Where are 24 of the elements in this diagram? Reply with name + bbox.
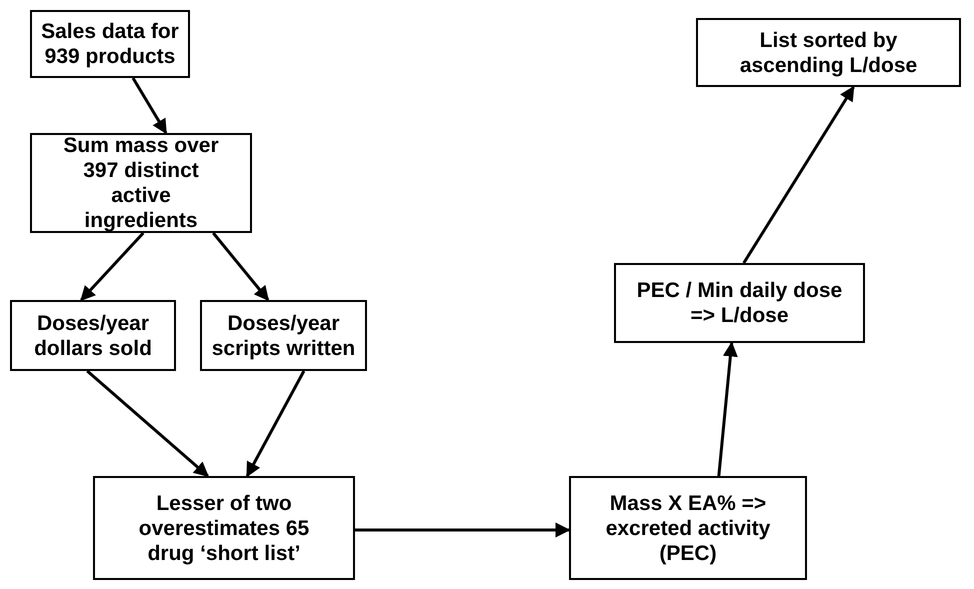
process-box [614, 263, 865, 343]
process-box [30, 10, 190, 78]
process-box [696, 18, 961, 87]
arrow [355, 522, 570, 538]
arrow [246, 370, 306, 478]
arrow [212, 232, 270, 302]
box-label: Mass X EA% => excreted activity (PEC) [604, 490, 772, 566]
arrow [717, 342, 738, 476]
process-box [93, 476, 355, 580]
box-label: List sorted by ascending L/dose [738, 28, 918, 78]
process-box [10, 300, 176, 371]
box-label: Sales data for 939 products [40, 19, 180, 69]
process-box [30, 133, 252, 233]
box-label: Doses/year scripts written [210, 310, 356, 360]
box-label: Sum mass over 397 distinct active ingredients [62, 133, 220, 233]
arrow [86, 370, 209, 478]
box-label: Doses/year dollars sold [33, 310, 153, 360]
box-label: Lesser of two overestimates 65 drug ‘short list’ [138, 490, 310, 566]
box-label: PEC / Min daily dose => L/dose [636, 278, 844, 328]
arrow [80, 232, 144, 302]
process-box [200, 300, 367, 371]
arrow [742, 86, 855, 264]
arrow [132, 77, 168, 134]
process-box [569, 476, 807, 580]
